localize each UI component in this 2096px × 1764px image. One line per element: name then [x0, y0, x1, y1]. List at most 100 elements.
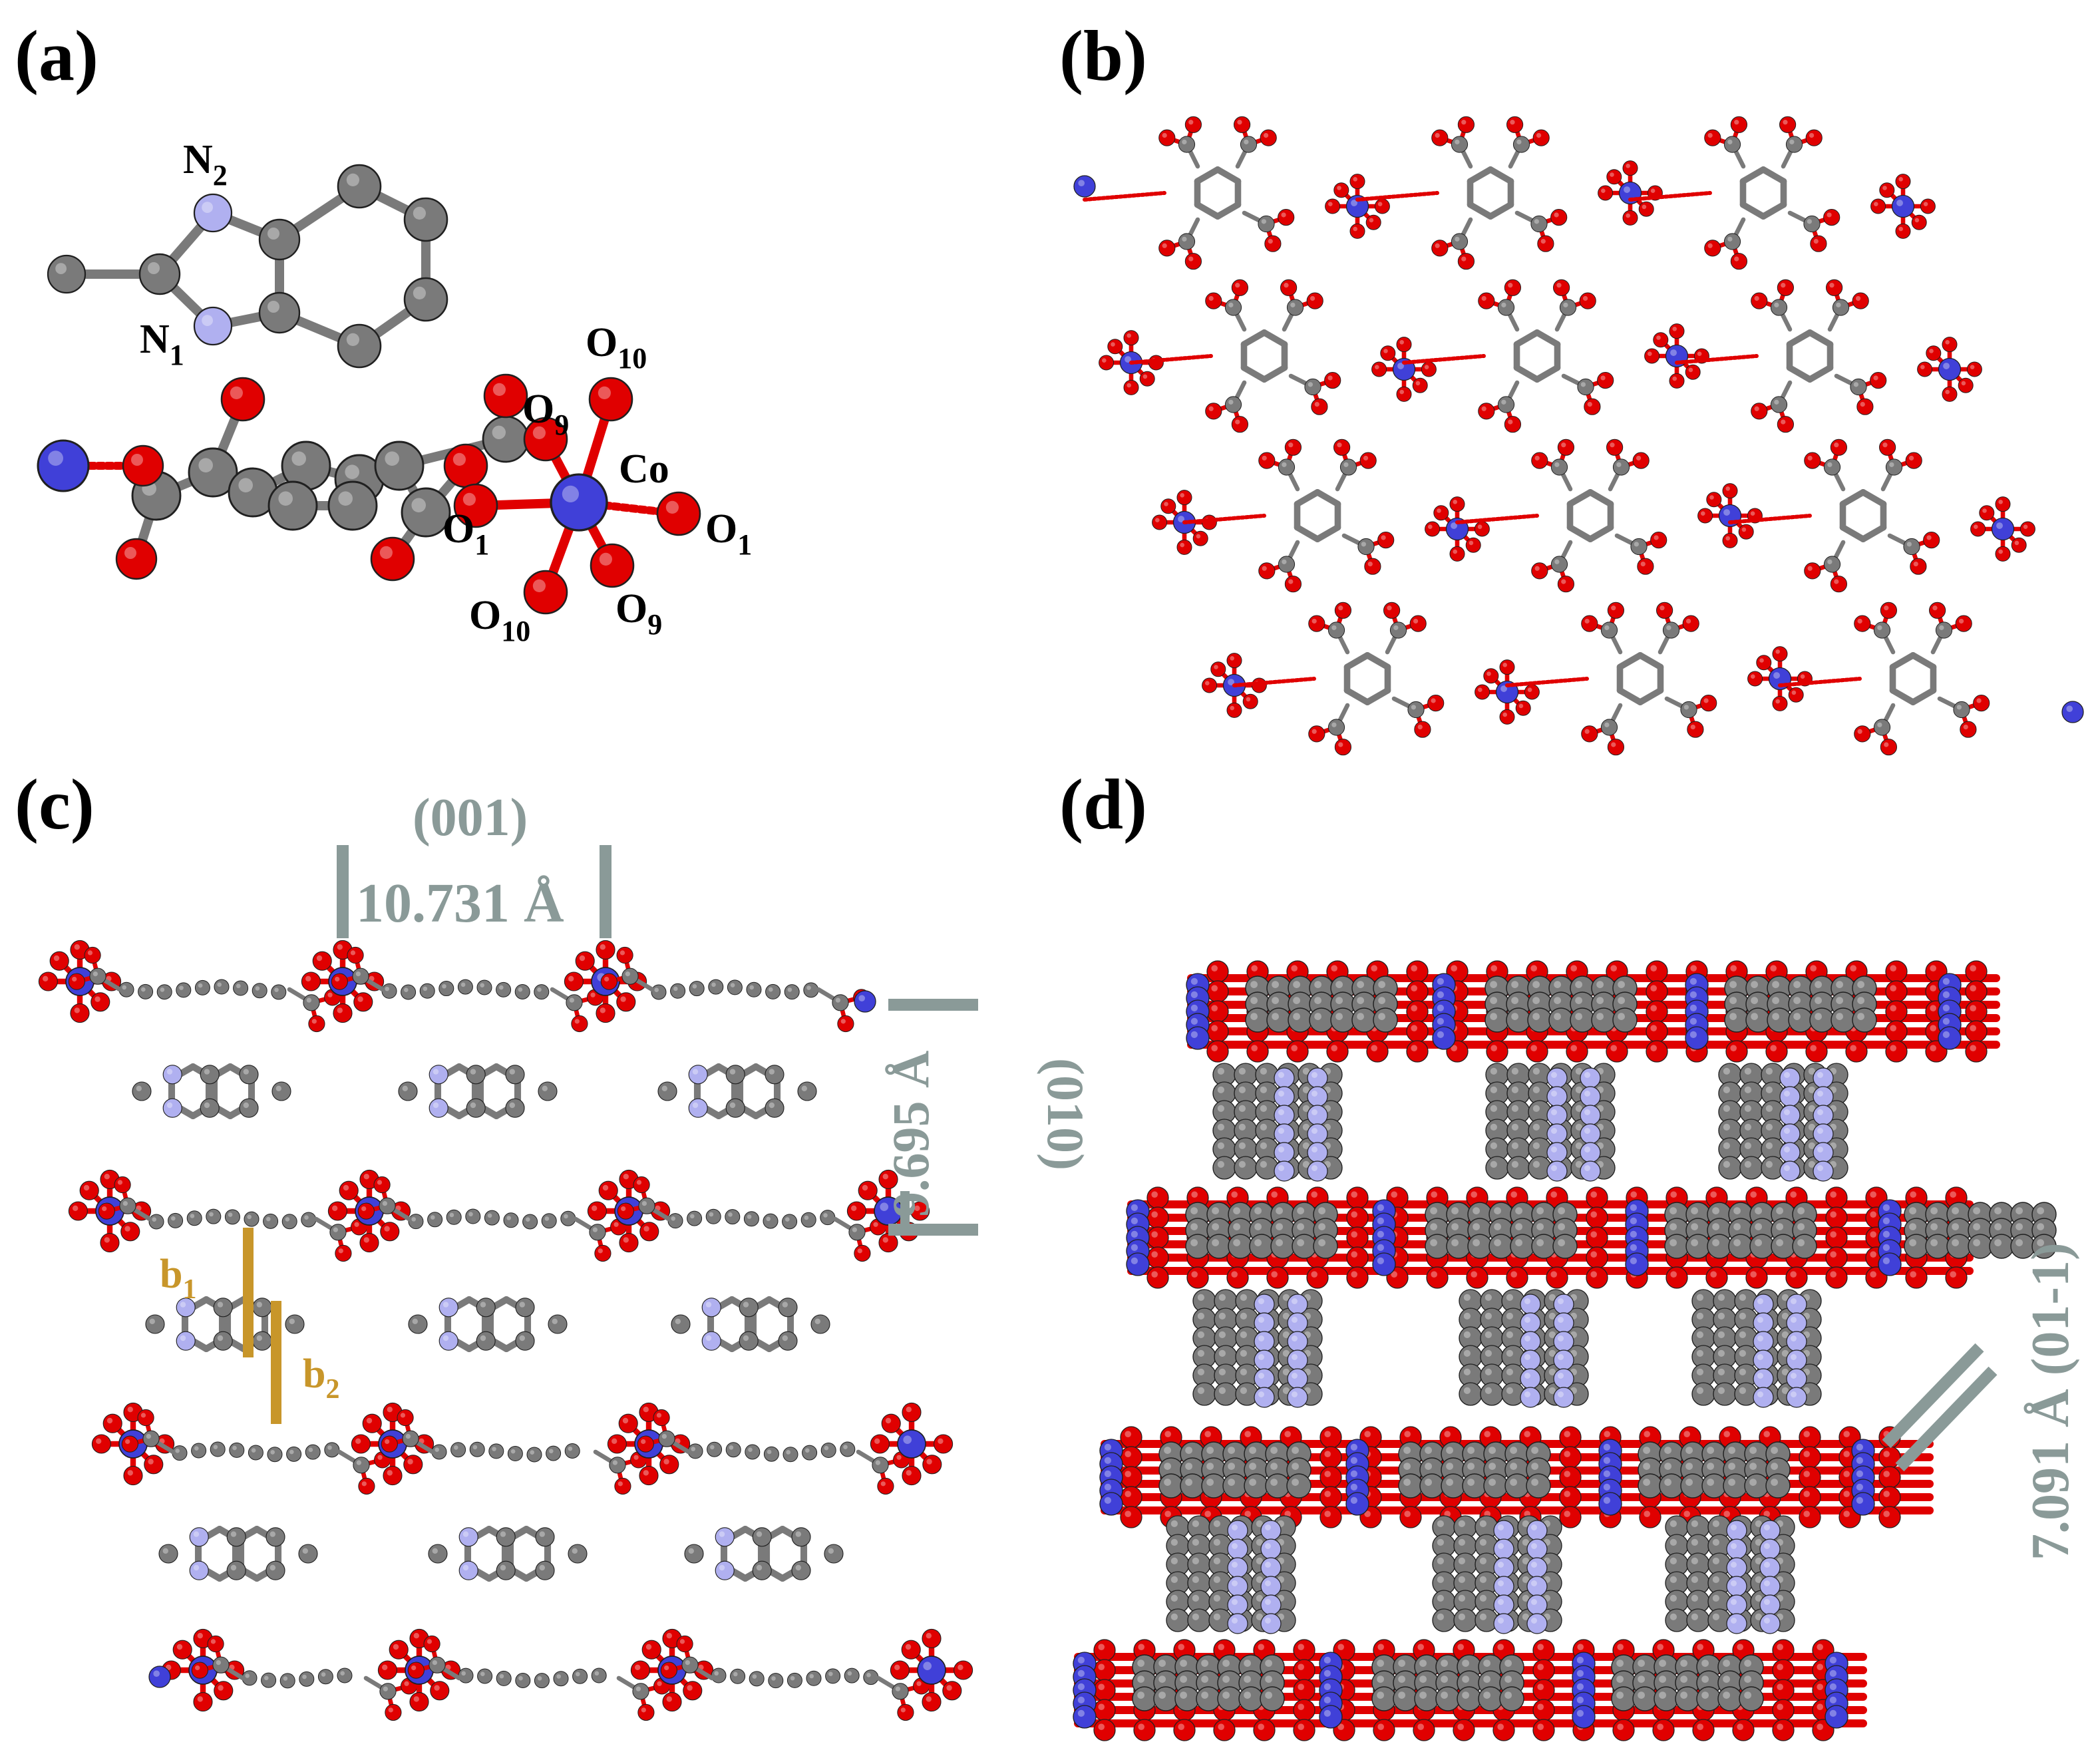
atom-highlight [1164, 1479, 1171, 1487]
atom-highlight [1137, 1660, 1144, 1668]
atom-highlight [1777, 1703, 1783, 1710]
atom-highlight [1626, 164, 1630, 168]
atom-c [1206, 1234, 1232, 1259]
atom-c [1701, 1473, 1727, 1499]
atom-o [1895, 174, 1911, 190]
atom-highlight [1190, 1207, 1198, 1214]
atom-c [725, 1098, 745, 1118]
atom-c [89, 968, 106, 985]
atom-o [1607, 739, 1624, 756]
atom-highlight [1558, 1354, 1564, 1360]
atom-highlight [274, 987, 279, 992]
atom-highlight [1125, 1451, 1131, 1457]
atom-o [1586, 1246, 1608, 1269]
atom-highlight [1508, 419, 1513, 425]
atom-highlight [148, 1459, 154, 1465]
panel-b-chains [1073, 116, 2084, 756]
atom-highlight [1537, 1703, 1544, 1710]
atom-highlight [612, 1460, 617, 1465]
atom-highlight [1616, 462, 1622, 467]
atom-highlight [1217, 1105, 1224, 1112]
atom-highlight [269, 1531, 275, 1537]
atom-c [286, 1446, 302, 1462]
atom-highlight [1669, 1239, 1677, 1246]
atom-highlight [592, 1227, 598, 1232]
atom-c [1512, 136, 1530, 153]
atom-highlight [1510, 1191, 1517, 1198]
atom-highlight [1536, 1239, 1544, 1246]
bond [1314, 524, 1341, 543]
atom-highlight [1690, 724, 1695, 730]
atom-highlight [1217, 1142, 1224, 1149]
atom-highlight [1411, 705, 1417, 710]
atom-highlight [1882, 1217, 1890, 1224]
atom-highlight [1909, 1207, 1917, 1214]
atom-c [482, 415, 530, 463]
atom-o [1586, 1186, 1608, 1209]
atom-highlight [1331, 722, 1337, 727]
atom-n [688, 1065, 708, 1085]
atom-o [590, 543, 635, 588]
bond [1616, 651, 1644, 671]
bond [1487, 201, 1514, 220]
atom-highlight [1481, 295, 1486, 301]
atom-n [189, 1527, 209, 1547]
atom-highlight [499, 1674, 504, 1679]
atom-o [1120, 1486, 1142, 1508]
atom-highlight [1669, 1538, 1677, 1546]
atom-o [1396, 386, 1412, 402]
atom-highlight [83, 1184, 90, 1191]
atom-o [1319, 1426, 1342, 1449]
atom-highlight [1666, 625, 1671, 630]
atom-co [1186, 1026, 1210, 1050]
atom-highlight [117, 1180, 123, 1185]
atom-highlight [1510, 1463, 1518, 1471]
atom-n [1227, 1594, 1248, 1616]
atom-highlight [1268, 238, 1273, 244]
atom-n [1786, 1294, 1807, 1315]
atom-o [385, 1703, 402, 1721]
atom-highlight [1584, 1109, 1590, 1115]
atom-highlight [1178, 1723, 1184, 1730]
atom-highlight [1797, 1207, 1805, 1214]
atom-o [1475, 684, 1490, 700]
atom-o [1146, 1186, 1169, 1209]
atom-highlight [1437, 1017, 1444, 1025]
atom-highlight [289, 1449, 294, 1455]
atom-highlight [264, 1676, 269, 1681]
atom-highlight [1479, 1594, 1486, 1602]
atom-c [1600, 719, 1618, 736]
atom-o [1656, 602, 1673, 619]
atom-c [806, 1670, 822, 1686]
atom-o [120, 1222, 140, 1242]
atom-highlight [1532, 1105, 1540, 1112]
atom-highlight [210, 1639, 216, 1644]
atom-highlight [1498, 1543, 1504, 1549]
atom-highlight [752, 1674, 757, 1679]
atom-highlight [1490, 981, 1498, 988]
atom-o [1231, 416, 1249, 433]
atom-highlight [1817, 1644, 1823, 1650]
atom-o [594, 1244, 611, 1262]
atom-highlight [1784, 1109, 1790, 1115]
atom-highlight [1771, 1479, 1779, 1487]
atom-highlight [1298, 1703, 1304, 1710]
atom-highlight [423, 986, 428, 991]
atom-highlight [1098, 1723, 1105, 1730]
atom-o [407, 1662, 425, 1679]
atom-highlight [1739, 1312, 1746, 1320]
atom-highlight [1717, 1349, 1725, 1357]
atom-o [114, 1176, 131, 1194]
atom-highlight [1771, 1463, 1779, 1471]
atom-highlight [1618, 981, 1626, 988]
atom-o [1258, 562, 1276, 580]
atom-c [477, 1668, 493, 1684]
atom-n [162, 1065, 182, 1085]
atom-c [1510, 1234, 1535, 1259]
atom-highlight [544, 1216, 550, 1221]
atom-highlight [1180, 1691, 1187, 1699]
atom-highlight [1214, 665, 1218, 669]
atom-highlight [327, 992, 333, 997]
atom-o [1373, 1719, 1395, 1741]
atom-highlight [1506, 1368, 1513, 1375]
